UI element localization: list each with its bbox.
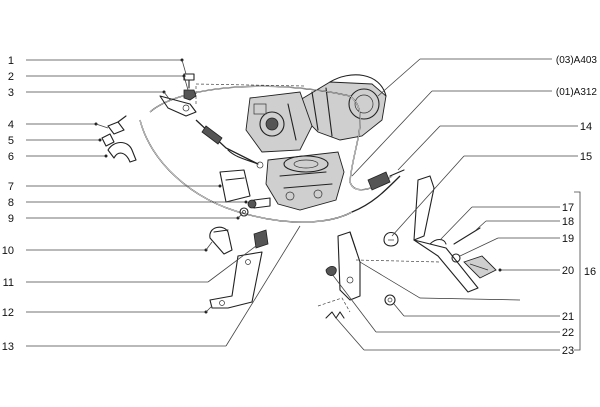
callout-15: 15 [580,151,592,163]
bolt-part-8 [247,197,271,209]
pedal-pad-part-20 [463,255,497,279]
group-label-16: 16 [584,266,596,278]
callout-11: 11 [3,277,14,289]
callout-12: 12 [2,307,14,319]
engine-intake-assembly [195,74,387,211]
accelerator-cable [139,85,405,223]
callout-10: 10 [2,245,14,257]
reference-a312: (01)A312 [556,87,598,98]
callout-23: 23 [562,345,574,357]
screw-part-5 [101,133,115,147]
callout-4: 4 [8,119,14,131]
spring-part-17 [429,238,447,245]
callout-2: 2 [8,71,14,83]
bracket-part-3 [159,95,197,117]
callout-14: 14 [580,121,592,133]
reference-a403: (03)A403 [556,55,598,66]
callout-19: 19 [562,233,574,245]
clip-part-11 [253,229,269,249]
callout-6: 6 [8,151,14,163]
callout-8: 8 [8,197,14,209]
washer-part-9 [239,207,249,217]
clip-part-4 [107,115,127,135]
pedal-group-lines [355,259,521,301]
nut-part-2 [183,89,197,101]
callout-9: 9 [8,213,14,225]
support-bracket-12 [209,251,263,309]
callout-13: 13 [2,341,14,353]
callout-3: 3 [8,87,14,99]
callout-20: 20 [562,265,574,277]
callout-22: 22 [562,327,574,339]
callout-7: 7 [8,181,14,193]
callouts-right: (03)A403 (01)A312 14 15 17 18 19 20 21 2… [331,55,598,357]
callouts-left: 1 2 3 4 5 6 7 8 9 10 11 12 13 [2,55,301,353]
callout-1: 1 [8,55,14,67]
callout-5: 5 [8,135,14,147]
pedal-bracket [337,231,361,301]
grommet-part-14 [383,231,399,247]
pedal-lever-part-15 [413,175,479,293]
pin-part-18 [453,227,481,245]
bolt-part-1 [183,73,195,89]
callout-21: 21 [562,311,574,323]
washer-part-19 [451,253,461,263]
bracket-part-7 [219,169,251,203]
clamp-part-10 [209,226,233,255]
callout-17: 17 [562,202,574,214]
clamp-part-6 [107,141,137,163]
bushing-part-22 [384,294,396,306]
callout-18: 18 [562,216,574,228]
clip-part-21 [325,266,337,276]
spring-part-23 [317,297,351,319]
